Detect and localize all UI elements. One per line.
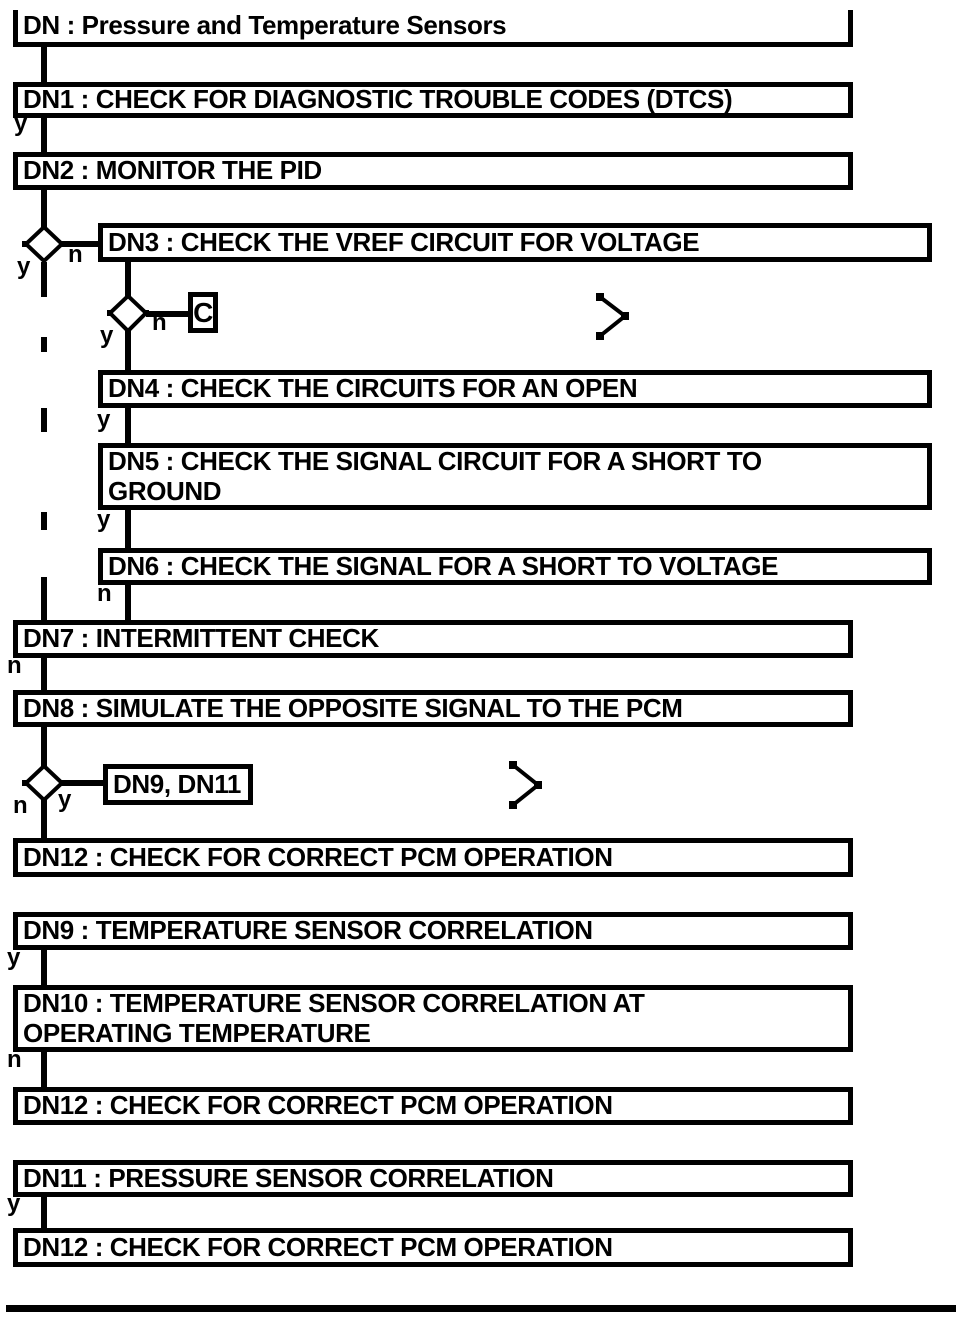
node-dn9-label: DN9 : TEMPERATURE SENSOR CORRELATION — [23, 915, 593, 946]
decision-diamond-3 — [23, 763, 65, 803]
diamond3-left-dot — [22, 780, 28, 786]
node-dn6: DN6 : CHECK THE SIGNAL FOR A SHORT TO VO… — [98, 548, 932, 585]
chevron-dot — [534, 781, 542, 789]
diamond1-left-dot — [22, 241, 28, 247]
diamond2-right-dot — [143, 310, 149, 316]
branch-label-yes: y — [14, 110, 28, 137]
diamond2-left-dot — [107, 310, 113, 316]
node-dn11: DN11 : PRESSURE SENSOR CORRELATION — [13, 1160, 853, 1197]
node-dn12-label: DN12 : CHECK FOR CORRECT PCM OPERATION — [23, 1231, 613, 1262]
branch-label-yes: y — [97, 506, 111, 533]
diamond1-right-dot — [59, 241, 65, 247]
branch-label-no: n — [97, 580, 112, 607]
branch-label-no: n — [7, 652, 22, 679]
node-dn9: DN9 : TEMPERATURE SENSOR CORRELATION — [13, 912, 853, 950]
node-dn-label: DN : Pressure and Temperature Sensors — [23, 10, 507, 41]
node-dn11-label: DN11 : PRESSURE SENSOR CORRELATION — [23, 1162, 554, 1193]
node-dn3: DN3 : CHECK THE VREF CIRCUIT FOR VOLTAGE — [98, 223, 932, 262]
node-dn12-label: DN12 : CHECK FOR CORRECT PCM OPERATION — [23, 841, 613, 872]
chevron-dot — [509, 761, 517, 769]
branch-label-no: n — [152, 309, 167, 336]
node-dn-title: DN : Pressure and Temperature Sensors — [13, 10, 853, 47]
node-dn1: DN1 : CHECK FOR DIAGNOSTIC TROUBLE CODES… — [13, 82, 853, 118]
connector-c: C — [188, 292, 218, 333]
node-dn10-label-line1: DN10 : TEMPERATURE SENSOR CORRELATION AT — [23, 988, 645, 1019]
chevron-dot — [509, 801, 517, 809]
branch-label-no: n — [13, 792, 28, 819]
node-dn5-label-line1: DN5 : CHECK THE SIGNAL CIRCUIT FOR A SHO… — [108, 446, 762, 477]
node-dn5: DN5 : CHECK THE SIGNAL CIRCUIT FOR A SHO… — [98, 443, 932, 510]
branch-label-yes: y — [100, 322, 114, 349]
node-dn2: DN2 : MONITOR THE PID — [13, 152, 853, 190]
node-dn4: DN4 : CHECK THE CIRCUITS FOR AN OPEN — [98, 370, 932, 408]
node-dn6-label: DN6 : CHECK THE SIGNAL FOR A SHORT TO VO… — [108, 550, 779, 581]
node-dn12-label: DN12 : CHECK FOR CORRECT PCM OPERATION — [23, 1090, 613, 1121]
node-dn5-label-line2: GROUND — [108, 475, 222, 506]
branch-label-yes: y — [17, 253, 31, 280]
decision-diamond-2 — [107, 293, 149, 334]
chevron-dot — [621, 312, 629, 320]
node-dn12-second: DN12 : CHECK FOR CORRECT PCM OPERATION — [13, 1087, 853, 1125]
node-dn12-third: DN12 : CHECK FOR CORRECT PCM OPERATION — [13, 1228, 853, 1267]
node-dn8: DN8 : SIMULATE THE OPPOSITE SIGNAL TO TH… — [13, 690, 853, 727]
node-dn7: DN7 : INTERMITTENT CHECK — [13, 620, 853, 658]
branch-label-no: n — [7, 1046, 22, 1073]
branch-label-no: n — [68, 241, 83, 268]
decision-diamond-1 — [23, 224, 65, 264]
node-dn4-label: DN4 : CHECK THE CIRCUITS FOR AN OPEN — [108, 373, 638, 404]
node-dn12-first: DN12 : CHECK FOR CORRECT PCM OPERATION — [13, 838, 853, 877]
bottom-rule — [6, 1305, 956, 1312]
chevron-dot — [596, 293, 604, 301]
branch-label-yes: y — [97, 406, 111, 433]
connector-dn9-dn11-label: DN9, DN11 — [113, 768, 241, 799]
branch-label-yes: y — [7, 1190, 21, 1217]
node-dn8-label: DN8 : SIMULATE THE OPPOSITE SIGNAL TO TH… — [23, 692, 683, 723]
node-dn1-label: DN1 : CHECK FOR DIAGNOSTIC TROUBLE CODES… — [23, 84, 733, 115]
node-dn2-label: DN2 : MONITOR THE PID — [23, 155, 322, 186]
diamond3-right-dot — [59, 780, 65, 786]
node-dn7-label: DN7 : INTERMITTENT CHECK — [23, 623, 379, 654]
branch-label-yes: y — [58, 786, 72, 813]
connector-c-label: C — [193, 296, 213, 328]
connector-dn9-dn11: DN9, DN11 — [103, 764, 253, 805]
node-dn10: DN10 : TEMPERATURE SENSOR CORRELATION AT… — [13, 985, 853, 1052]
chevron-dot — [596, 332, 604, 340]
node-dn3-label: DN3 : CHECK THE VREF CIRCUIT FOR VOLTAGE — [108, 226, 700, 257]
node-dn10-label-line2: OPERATING TEMPERATURE — [23, 1017, 371, 1048]
branch-label-yes: y — [7, 944, 21, 971]
